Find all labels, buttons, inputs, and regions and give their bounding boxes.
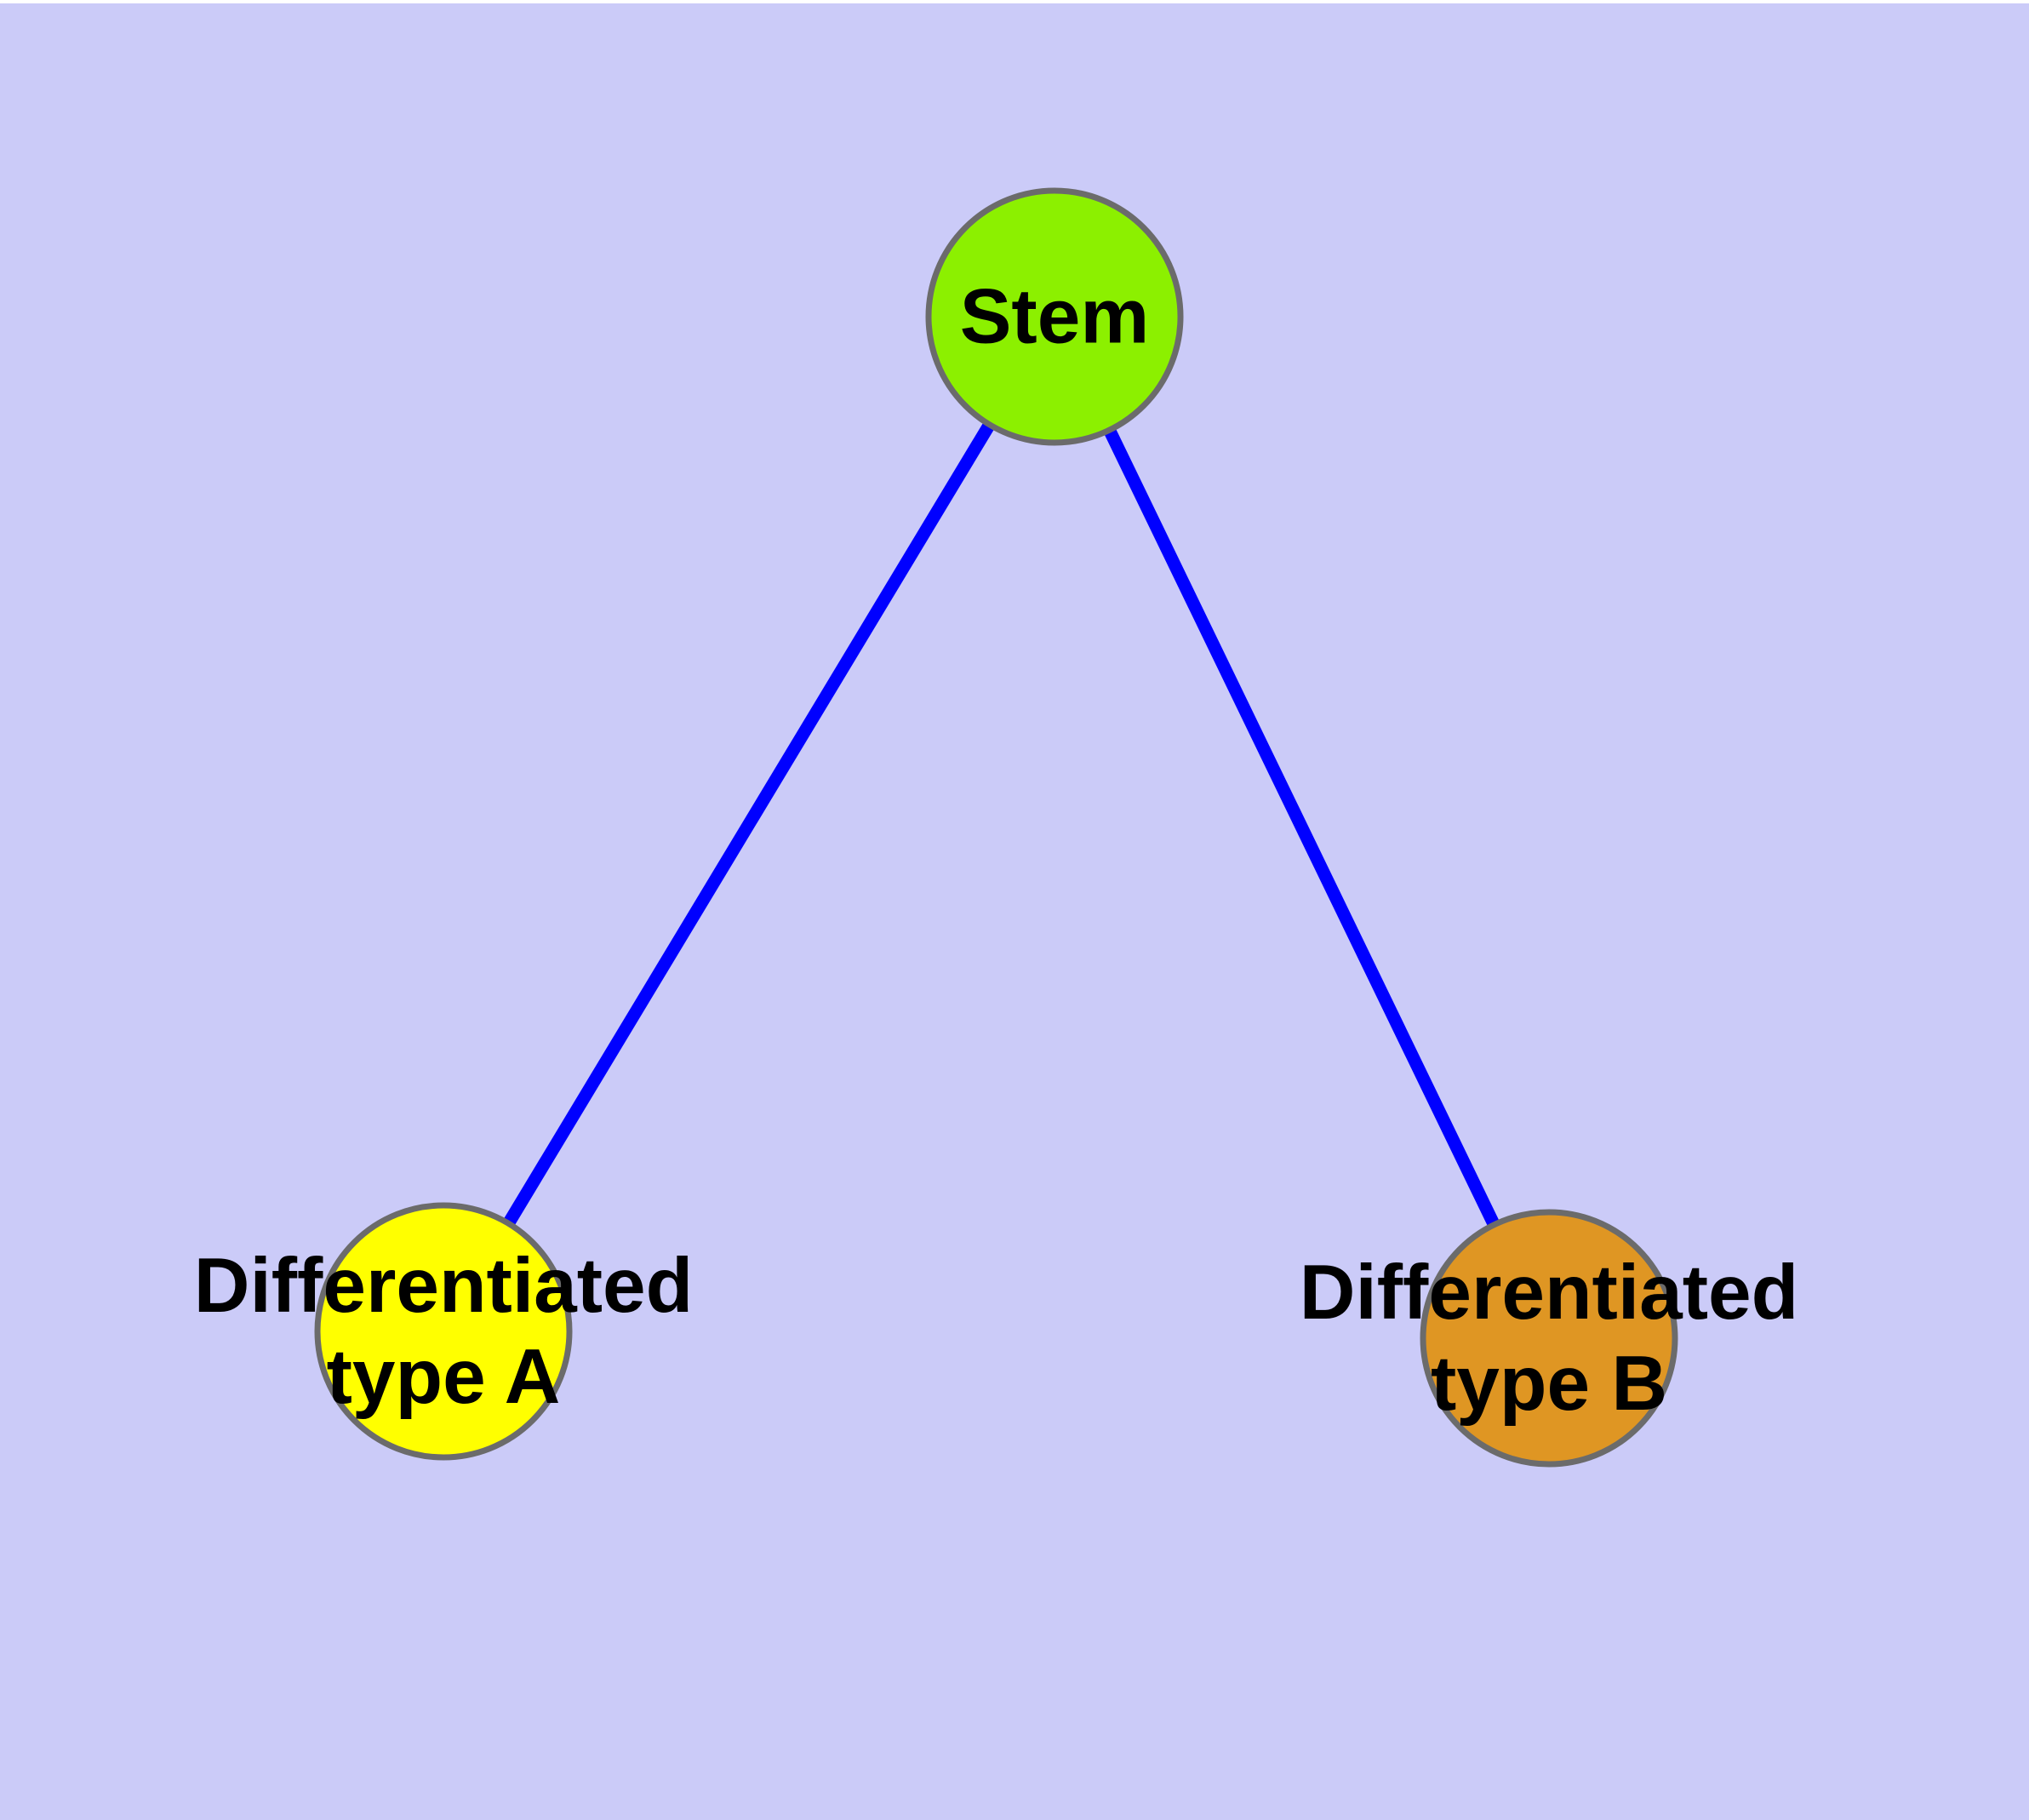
- node-label-type-b-line1: Differentiated: [1299, 1250, 1799, 1336]
- node-label-stem: Stem: [960, 272, 1150, 363]
- edge-stem-to-type-b: [1049, 313, 1555, 1342]
- node-circle-stem: [925, 187, 1184, 446]
- node-circle-type-b: [1420, 1209, 1678, 1468]
- node-label-type-b: Differentiated type B: [1300, 1247, 1799, 1429]
- node-label-type-a-line1: Differentiated: [193, 1243, 694, 1329]
- node-circle-type-a: [314, 1202, 573, 1461]
- node-label-type-b-line2: type B: [1430, 1341, 1668, 1427]
- node-label-type-a: Differentiated type A: [194, 1240, 694, 1422]
- node-label-stem-text: Stem: [959, 273, 1150, 360]
- edge-stem-to-type-a: [437, 313, 1060, 1335]
- node-label-type-a-line2: type A: [326, 1334, 561, 1420]
